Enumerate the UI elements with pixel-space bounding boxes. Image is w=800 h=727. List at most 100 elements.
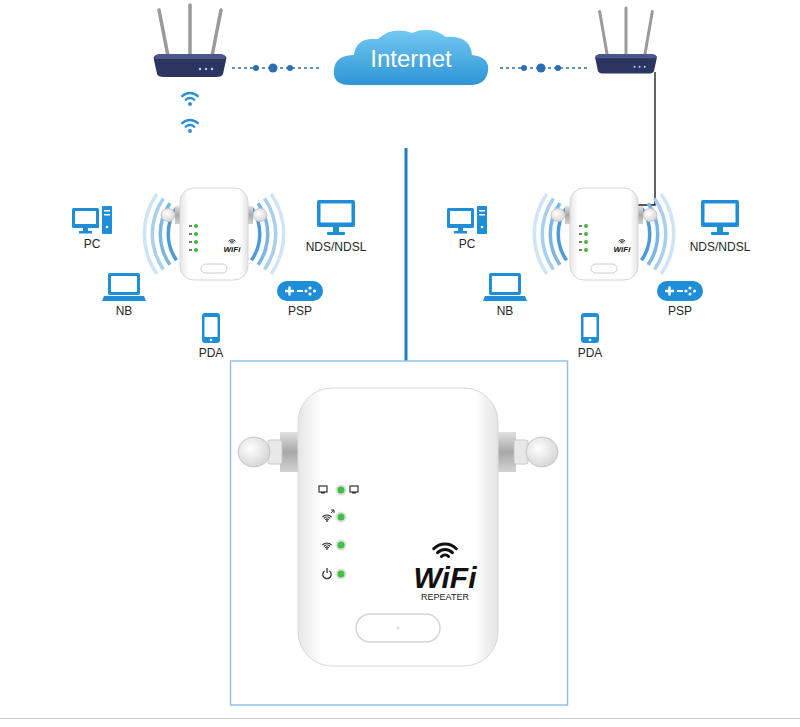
wifi-in-icon <box>324 517 330 518</box>
brand-logo-text: WiFi <box>217 246 247 254</box>
antenna-neck <box>280 432 300 472</box>
link-dot <box>253 65 259 71</box>
signal-ring <box>151 198 165 271</box>
device-label: NB <box>116 305 133 318</box>
text-holder: WiFi <box>217 246 247 254</box>
led-icon <box>189 249 192 251</box>
repeater-device: WiFi <box>180 188 248 280</box>
link-dot <box>287 65 293 71</box>
antenna-knob <box>551 209 565 222</box>
device-outline <box>180 188 248 280</box>
router-antenna <box>645 11 653 55</box>
antenna-neck <box>496 432 516 472</box>
router-antenna <box>159 10 168 56</box>
led-icon <box>579 225 582 227</box>
wifi-logo <box>620 241 624 243</box>
device-label: NDS/NDSL <box>306 241 367 254</box>
signal-ring <box>263 198 277 271</box>
wifi-logo <box>229 240 235 241</box>
lan-icon <box>352 492 356 494</box>
wifi-symbol <box>186 98 194 100</box>
link-dot <box>537 64 546 73</box>
product-frame <box>231 361 568 705</box>
wifi-logo <box>621 242 623 243</box>
link-dot <box>269 64 278 73</box>
wifi-logo <box>619 240 625 241</box>
router-body <box>595 54 657 74</box>
router <box>154 5 227 77</box>
wifi-out-icon <box>324 545 330 546</box>
laptop-icon <box>483 273 527 301</box>
divider-line <box>405 148 408 361</box>
model-text: REPEATER <box>403 593 487 602</box>
wifi-logo <box>441 555 448 556</box>
signal-ring <box>143 193 159 275</box>
router <box>595 8 657 73</box>
status-led <box>584 248 588 252</box>
antenna-knob <box>253 209 267 222</box>
router-led <box>199 68 201 70</box>
router-antenna <box>188 5 192 55</box>
dotted-link <box>500 64 590 73</box>
lan-icon <box>350 486 358 492</box>
repeater-device: WiFiREPEATER <box>298 388 498 666</box>
router-led <box>644 66 646 68</box>
text-holder: WiFiREPEATER <box>403 563 487 602</box>
text-holder: Internet <box>330 25 492 87</box>
repeater-body <box>298 388 498 666</box>
wifi-symbol <box>182 93 198 96</box>
brand-logo-text: WiFi <box>403 563 487 593</box>
cloud-label: Internet <box>370 47 451 71</box>
device-label: PC <box>84 238 101 251</box>
wifi-in-icon <box>331 510 334 513</box>
device-label: NDS/NDSL <box>690 241 751 254</box>
wifi-logo <box>438 550 453 553</box>
wifi-logo <box>230 241 234 243</box>
wps-button <box>396 626 399 629</box>
signal-ring <box>660 193 676 275</box>
gamepad-icon <box>277 281 323 301</box>
wifi-symbol <box>188 102 192 106</box>
led-icon <box>189 241 192 243</box>
status-led <box>584 240 588 244</box>
phone-icon <box>202 313 220 343</box>
wps-button <box>356 614 440 642</box>
led-icon <box>579 233 582 235</box>
wifi-logo <box>434 544 457 549</box>
signal-ring <box>653 198 667 271</box>
wifi-out-icon <box>323 543 331 545</box>
link-dot <box>555 65 561 71</box>
device-outline <box>298 388 498 666</box>
device-outline <box>570 188 638 280</box>
router-led <box>205 68 207 70</box>
ethernet-cable <box>636 72 655 205</box>
status-led <box>584 224 588 228</box>
router-top <box>155 54 226 59</box>
lan-icon <box>319 486 327 492</box>
wps-button <box>591 264 617 273</box>
wifi-in-icon <box>326 518 329 520</box>
text-holder: WiFi <box>607 246 637 254</box>
signal-ring <box>533 193 549 275</box>
device-label: PSP <box>288 305 312 318</box>
wifi-symbol <box>186 125 194 127</box>
laptop-icon <box>102 273 146 301</box>
antenna-knob <box>526 437 558 467</box>
device-label: PSP <box>668 305 692 318</box>
phone-icon <box>581 313 599 343</box>
status-led <box>337 486 346 495</box>
wifi-logo <box>231 242 233 243</box>
status-led <box>584 232 588 236</box>
device-label: PDA <box>199 347 224 360</box>
led-icon <box>579 249 582 251</box>
status-led <box>337 570 346 579</box>
status-led <box>337 513 346 522</box>
status-led <box>337 541 346 550</box>
wps-button <box>201 264 227 273</box>
router-led <box>639 66 641 68</box>
antenna-knob <box>161 209 175 222</box>
gamepad-icon <box>657 281 703 301</box>
antenna-knob <box>238 437 270 467</box>
status-led <box>194 248 198 252</box>
